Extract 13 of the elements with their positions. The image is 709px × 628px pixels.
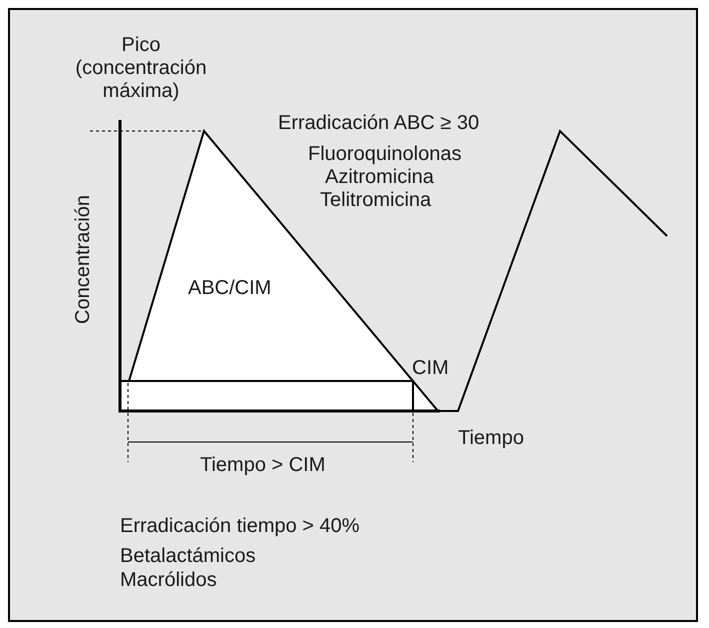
drug-name: Macrólidos [120, 569, 217, 592]
annotation-text: Erradicación tiempo > 40% [120, 515, 360, 538]
dimension-label: Tiempo > CIM [200, 454, 326, 477]
axis-title: Tiempo [458, 427, 524, 450]
drug-name: Telitromicina [320, 189, 432, 212]
drug-name: Azitromicina [325, 166, 434, 189]
drug-name: Fluoroquinolonas [308, 143, 462, 166]
threshold-label: CIM [412, 357, 449, 380]
axis-title: Concentración [72, 195, 95, 324]
drug-name: Betalactámicos [120, 545, 256, 568]
area-label: ABC/CIM [188, 277, 272, 300]
peak-label: Pico (concentración máxima) [74, 34, 208, 103]
annotation-text: Erradicación ABC ≥ 30 [278, 112, 480, 135]
